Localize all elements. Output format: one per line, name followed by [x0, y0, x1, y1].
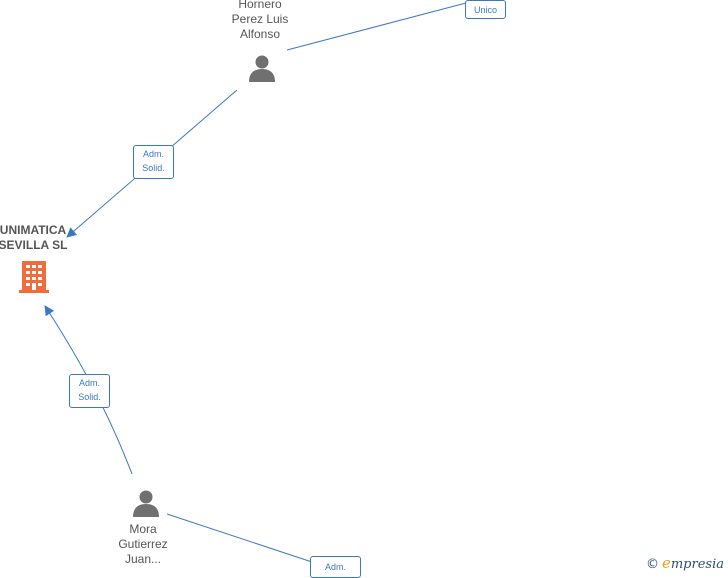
- node-label-line: Hornero: [238, 0, 282, 11]
- node-label-line: Perez Luis: [231, 12, 289, 26]
- edge-hornero-top-right: [286, 2, 467, 51]
- node-label-line: Gutierrez: [118, 537, 168, 551]
- role-text: Unico: [473, 5, 497, 15]
- node-label-company[interactable]: UNIMATICA SEVILLA SL: [0, 223, 74, 253]
- role-box-unico[interactable]: Unico: [465, 0, 506, 19]
- role-box-adm-solid-mora[interactable]: Adm. Solid.: [69, 374, 110, 408]
- node-label-line: Mora: [129, 522, 157, 536]
- node-label-hornero[interactable]: Hornero Perez Luis Alfonso: [222, 0, 298, 42]
- copyright-icon: ©: [645, 557, 659, 572]
- role-text: Adm.: [324, 562, 346, 572]
- node-label-line: UNIMATICA: [0, 223, 67, 237]
- edge-mora-bottom-right: [166, 513, 313, 563]
- role-text: Adm.: [78, 378, 100, 388]
- brand-initial: e: [661, 554, 671, 572]
- role-text: Solid.: [142, 163, 165, 173]
- brand-name: mpresia: [670, 557, 724, 572]
- node-label-line: Juan...: [124, 552, 162, 566]
- role-text: Solid.: [78, 392, 101, 402]
- role-box-adm-solid-hornero[interactable]: Adm. Solid.: [133, 145, 174, 179]
- empresia-logo[interactable]: ©empresia: [646, 554, 724, 572]
- node-label-line: SEVILLA SL: [0, 238, 68, 252]
- building-icon[interactable]: [18, 260, 50, 294]
- person-icon[interactable]: [131, 488, 161, 518]
- node-label-mora[interactable]: Mora Gutierrez Juan...: [105, 522, 181, 567]
- person-icon[interactable]: [247, 53, 277, 83]
- role-text: Adm.: [142, 149, 164, 159]
- node-label-line: Alfonso: [239, 27, 281, 41]
